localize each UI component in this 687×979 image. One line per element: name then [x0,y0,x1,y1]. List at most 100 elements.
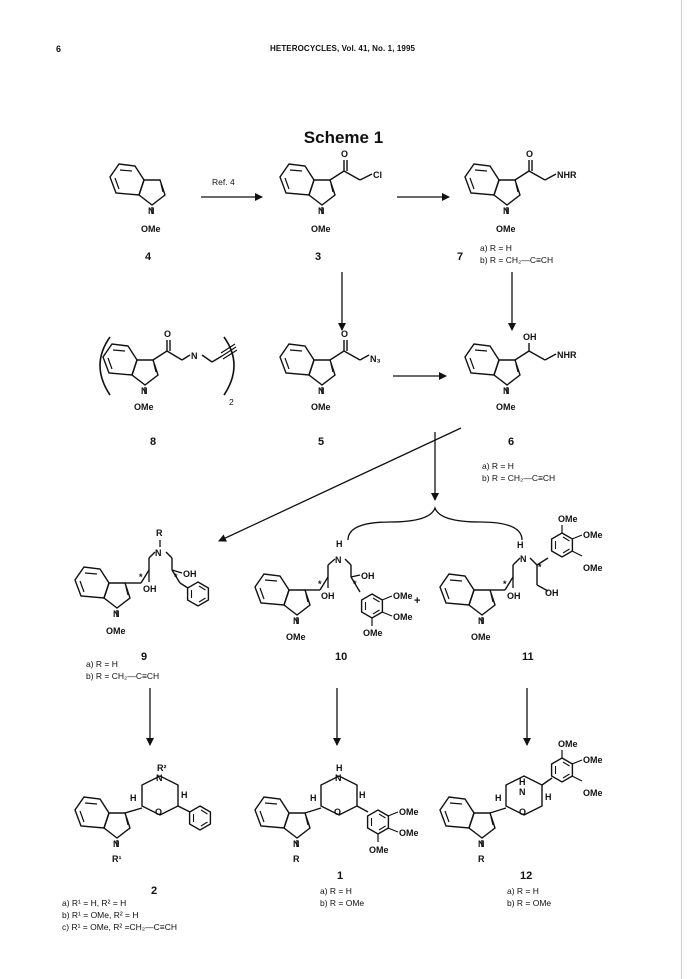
svg-text:N: N [318,386,325,396]
svg-text:OMe: OMe [399,828,419,838]
compound-9: R N OH OH * * N OMe 9 a) R = H b) R = CH… [74,528,210,681]
svg-text:H: H [310,793,317,803]
svg-text:OH: OH [143,584,157,594]
svg-text:OMe: OMe [393,612,413,622]
svg-text:*: * [139,572,143,582]
svg-text:N: N [293,839,300,849]
compound-12: H N O H H N R OMe OMe OMe 12 a) R = H b)… [439,739,603,908]
svg-text:a) R = H: a) R = H [320,886,352,896]
svg-text:b) R = CH₂—C≡CH: b) R = CH₂—C≡CH [480,255,553,265]
arrow-note: Ref. 4 [212,177,235,187]
compound-label-5: 5 [318,436,324,448]
compound-7: O NHR N OMe 7 a) R = H b) R = CH₂—C≡CH [457,149,577,265]
svg-text:OMe: OMe [369,845,389,855]
svg-text:a) R = H: a) R = H [480,243,512,253]
svg-text:H: H [359,790,366,800]
svg-text:*: * [174,572,178,582]
compound-label-1: 1 [337,870,343,882]
svg-text:N: N [293,616,300,626]
svg-text:N: N [113,839,120,849]
svg-text:H: H [545,792,552,802]
svg-text:OH: OH [523,332,537,342]
compound-label-12: 12 [520,870,532,882]
svg-text:H: H [519,777,526,787]
svg-text:N: N [503,386,510,396]
svg-text:b) R¹ = OMe, R² = H: b) R¹ = OMe, R² = H [62,910,139,920]
svg-text:OMe: OMe [583,755,603,765]
svg-text:N: N [478,616,485,626]
svg-text:O: O [164,329,171,339]
svg-text:H: H [495,793,502,803]
svg-text:R¹: R¹ [112,854,122,864]
svg-text:OH: OH [361,571,375,581]
svg-text:N: N [335,555,342,565]
svg-text:H: H [336,763,343,773]
svg-text:*: * [503,579,507,589]
svg-text:O: O [526,149,533,159]
svg-text:OH: OH [183,569,197,579]
svg-text:R²: R² [157,763,167,773]
compound-1: H N O H H N R OMe OMe OMe 1 a) R = H b) … [254,763,419,908]
svg-text:OMe: OMe [496,402,516,412]
svg-text:*: * [538,562,542,572]
page-number: 6 [56,44,62,54]
compound-10: H N OH OH * * N OMe OMe OMe OMe 10 [254,539,413,663]
svg-text:OH: OH [507,591,521,601]
compound-label-9: 9 [141,651,147,663]
svg-text:N: N [520,554,527,564]
svg-text:N: N [191,351,198,361]
svg-text:N: N [335,773,342,783]
svg-text:OMe: OMe [558,514,578,524]
svg-text:OMe: OMe [583,788,603,798]
compound-label-7: 7 [457,251,463,263]
svg-text:OMe: OMe [583,530,603,540]
svg-text:OMe: OMe [311,224,331,234]
product-brace [347,506,523,541]
svg-text:OMe: OMe [363,628,383,638]
svg-text:b) R = OMe: b) R = OMe [320,898,364,908]
scheme-title: Scheme 1 [303,128,384,147]
svg-text:N: N [113,609,120,619]
svg-text:R: R [478,854,485,864]
svg-text:N: N [141,386,148,396]
compound-label-11: 11 [522,651,534,663]
svg-text:H: H [130,793,137,803]
svg-text:b) R = CH₂—C≡CH: b) R = CH₂—C≡CH [482,473,555,483]
compound-5: O N₃ N OMe 5 [279,329,381,448]
svg-text:NHR: NHR [557,350,577,360]
svg-text:a) R¹ = H, R² = H: a) R¹ = H, R² = H [62,898,126,908]
running-header: HETEROCYCLES, Vol. 41, No. 1, 1995 [270,44,416,53]
compound-label-4: 4 [145,251,152,263]
svg-text:b) R = OMe: b) R = OMe [507,898,551,908]
scan-edge [681,0,682,979]
svg-text:b) R = CH₂—C≡CH: b) R = CH₂—C≡CH [86,671,159,681]
compound-8: O N N OMe 2 8 [99,329,238,448]
svg-text:OMe: OMe [134,402,154,412]
compound-11: H N OH OH * * N OMe OMe OMe OMe 11 [439,514,603,663]
svg-text:2: 2 [229,397,234,407]
arrow-6-to-9 [218,427,462,542]
svg-text:N: N [503,206,510,216]
compound-label-3: 3 [315,251,321,263]
svg-text:O: O [341,149,348,159]
svg-text:H: H [336,539,343,549]
compound-label-10: 10 [335,651,347,663]
svg-text:a) R = H: a) R = H [86,659,118,669]
svg-text:N: N [478,839,485,849]
svg-text:OMe: OMe [286,632,306,642]
svg-text:*: * [318,579,322,589]
svg-text:OMe: OMe [399,807,419,817]
compound-label-2: 2 [151,885,157,897]
svg-text:OMe: OMe [393,591,413,601]
svg-text:N: N [318,206,325,216]
svg-text:OMe: OMe [311,402,331,412]
compound-label-8: 8 [150,436,156,448]
svg-text:R: R [293,854,300,864]
svg-text:OMe: OMe [496,224,516,234]
compound-4: N OMe 4 [109,163,166,263]
svg-text:c) R¹ = OMe, R² =CH₂—C≡CH: c) R¹ = OMe, R² =CH₂—C≡CH [62,922,177,932]
compound-6: OH NHR N OMe 6 a) R = H b) R = CH₂—C≡CH [464,332,577,483]
svg-text:R: R [156,528,163,538]
